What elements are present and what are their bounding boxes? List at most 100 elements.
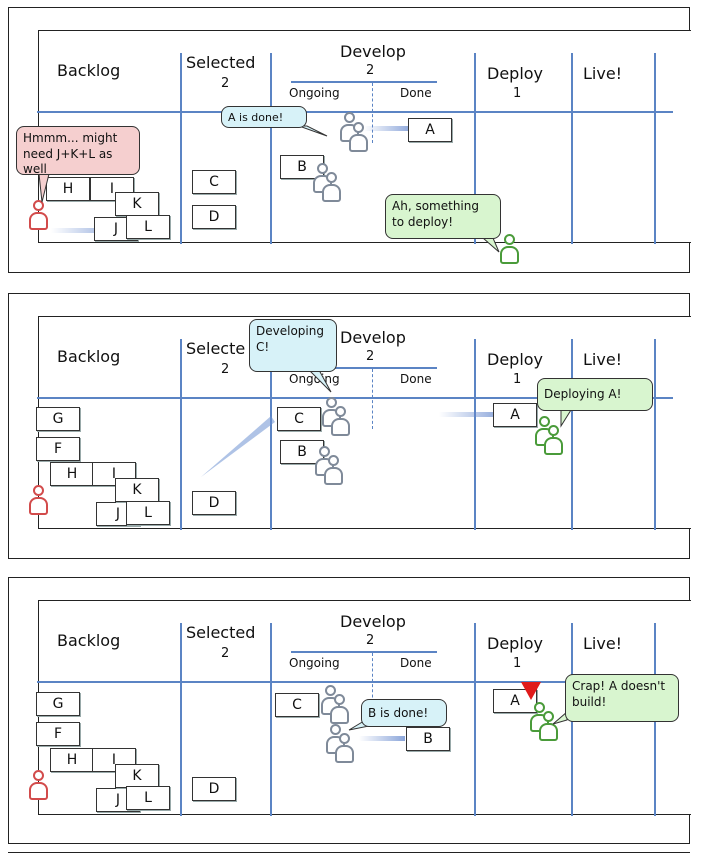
panel-3: Backlog Selected 2 Develop 2 Ongoing Don…: [8, 577, 691, 844]
card-h[interactable]: H: [50, 462, 94, 486]
header-divider: [37, 397, 673, 399]
header-live: Live!: [583, 350, 623, 369]
header-selected: Selecte: [186, 339, 246, 358]
card-c[interactable]: C: [275, 693, 319, 717]
card-l[interactable]: L: [126, 786, 170, 810]
column-divider: [654, 339, 656, 530]
column-divider: [270, 623, 272, 816]
header-ongoing: Ongoing: [289, 86, 340, 100]
operations-speech-bubble: Ah, something to deploy!: [385, 194, 501, 239]
operations-icon: [538, 711, 560, 743]
column-divider: [270, 53, 272, 244]
column-divider: [571, 53, 573, 244]
motion-streak-diagonal: [201, 416, 275, 477]
developer-icon: [330, 406, 352, 438]
page-bottom-rule: [8, 852, 690, 853]
header-deploy: Deploy: [487, 64, 544, 83]
header-backlog: Backlog: [57, 347, 121, 366]
header-selected: Selected: [186, 53, 256, 72]
limit-selected: 2: [221, 362, 230, 377]
card-d[interactable]: D: [192, 205, 236, 229]
header-selected: Selected: [186, 623, 256, 642]
panel-2: Backlog Selecte 2 Develop 2 Ongoing Done…: [8, 293, 691, 559]
header-divider: [37, 111, 673, 113]
header-develop: Develop: [340, 612, 406, 631]
header-develop: Develop: [340, 42, 406, 61]
header-ongoing: Ongoing: [289, 656, 340, 670]
column-divider: [270, 339, 272, 530]
develop-sub-divider: [291, 651, 437, 653]
card-f[interactable]: F: [36, 437, 80, 461]
customer-speech-bubble: Hmmm... might need J+K+L as well: [16, 126, 140, 176]
limit-deploy: 1: [513, 86, 522, 101]
developer-icon: [323, 455, 345, 487]
card-h[interactable]: H: [50, 748, 94, 772]
ongoing-done-divider: [372, 653, 373, 713]
operations-speech-bubble: Crap! A doesn't build!: [565, 674, 679, 722]
customer-icon: [28, 485, 50, 517]
limit-develop: 2: [366, 63, 375, 78]
column-divider: [654, 53, 656, 244]
column-divider: [180, 623, 182, 816]
motion-streak: [439, 412, 501, 417]
column-divider: [474, 623, 476, 816]
limit-deploy: 1: [513, 372, 522, 387]
column-divider: [474, 53, 476, 244]
motion-streak: [364, 126, 412, 131]
limit-selected: 2: [221, 76, 230, 91]
card-a[interactable]: A: [408, 118, 452, 142]
developer-speech-bubble: A is done!: [221, 106, 307, 128]
header-deploy: Deploy: [487, 634, 544, 653]
header-done: Done: [400, 372, 432, 386]
card-b[interactable]: B: [406, 727, 450, 751]
kanban-board: Backlog Selecte 2 Develop 2 Ongoing Done…: [37, 316, 691, 530]
ongoing-done-divider: [372, 369, 373, 429]
column-divider: [180, 53, 182, 244]
card-l[interactable]: L: [126, 501, 170, 525]
card-l[interactable]: L: [126, 215, 170, 239]
limit-deploy: 1: [513, 656, 522, 671]
operations-icon: [543, 425, 565, 457]
panel-1: Backlog Selected 2 Develop 2 Ongoing Don…: [8, 7, 691, 273]
ongoing-done-divider: [372, 83, 373, 143]
motion-streak: [359, 736, 405, 741]
limit-develop: 2: [366, 633, 375, 648]
develop-sub-divider: [291, 367, 437, 369]
header-backlog: Backlog: [57, 631, 121, 650]
header-ongoing: Ongoing: [289, 372, 340, 386]
motion-streak: [51, 228, 121, 233]
column-divider: [474, 339, 476, 530]
header-done: Done: [400, 656, 432, 670]
card-k[interactable]: K: [115, 478, 159, 502]
developer-icon: [329, 694, 351, 726]
limit-selected: 2: [221, 646, 230, 661]
card-c[interactable]: C: [277, 407, 321, 431]
card-g[interactable]: G: [36, 692, 80, 716]
card-d[interactable]: D: [192, 777, 236, 801]
developer-icon: [321, 172, 343, 204]
developer-icon: [334, 733, 356, 765]
card-h[interactable]: H: [46, 177, 90, 201]
bubble-tails: [307, 369, 572, 428]
column-divider: [571, 339, 573, 530]
header-backlog: Backlog: [57, 61, 121, 80]
header-divider: [37, 681, 673, 683]
header-develop: Develop: [340, 328, 406, 347]
developer-speech-bubble: Developing C!: [249, 319, 337, 372]
header-live: Live!: [583, 64, 623, 83]
header-deploy: Deploy: [487, 350, 544, 369]
column-divider: [180, 339, 182, 530]
card-f[interactable]: F: [36, 722, 80, 746]
develop-sub-divider: [291, 81, 437, 83]
customer-icon: [28, 200, 50, 232]
developer-speech-bubble: B is done!: [361, 699, 447, 727]
card-c[interactable]: C: [192, 170, 236, 194]
card-g[interactable]: G: [36, 407, 80, 431]
operations-speech-bubble: Deploying A!: [537, 378, 653, 411]
customer-icon: [28, 770, 50, 802]
warning-icon: [521, 682, 541, 700]
card-a[interactable]: A: [493, 403, 537, 427]
operations-icon: [499, 234, 521, 266]
limit-develop: 2: [366, 349, 375, 364]
card-d[interactable]: D: [192, 491, 236, 515]
